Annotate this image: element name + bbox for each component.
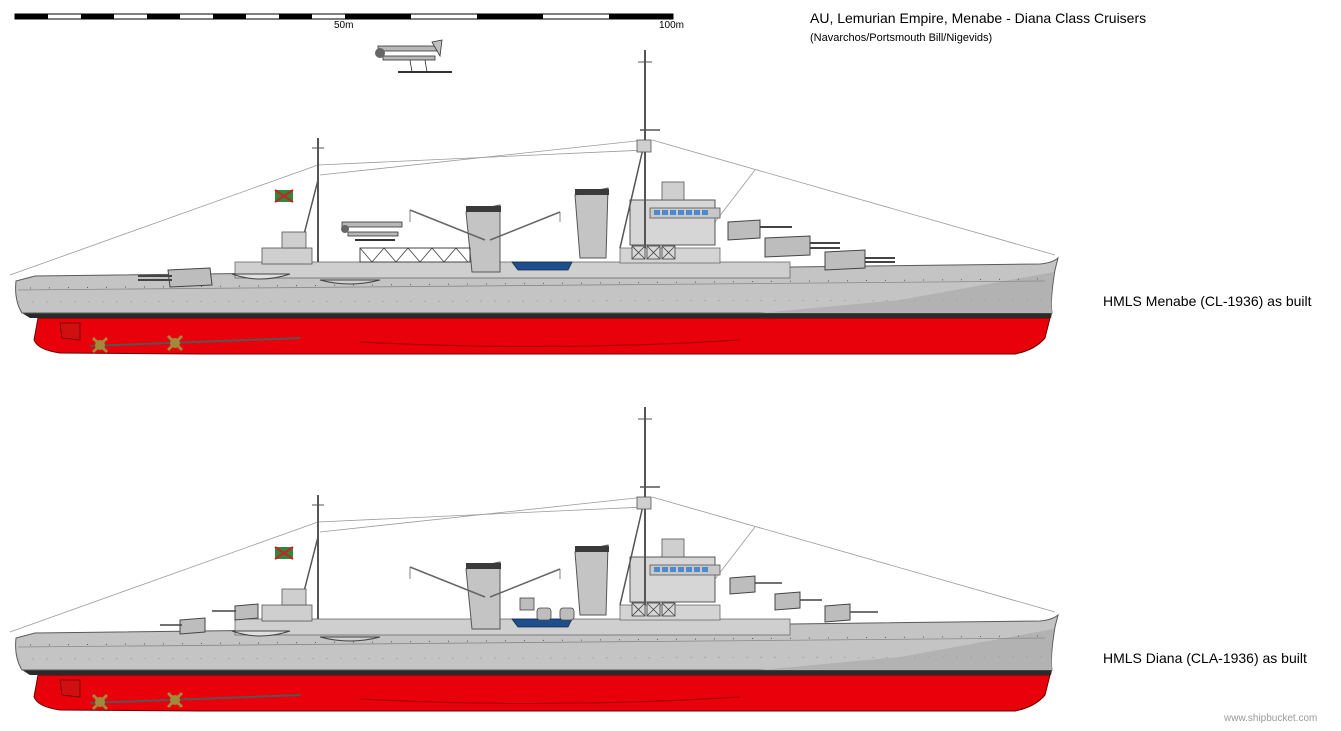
scale-bar (14, 13, 674, 20)
seaplane-illustration (375, 39, 452, 73)
ship-profile-diana (8, 405, 1060, 713)
ship-caption-menabe: HMLS Menabe (CL-1936) as built (1103, 293, 1312, 309)
page-subtitle: (Navarchos/Portsmouth Bill/Nigevids) (810, 32, 993, 44)
ship-caption-diana: HMLS Diana (CLA-1936) as built (1103, 650, 1307, 666)
watermark: www.shipbucket.com (1224, 713, 1318, 724)
ship-profile-menabe (8, 48, 1060, 356)
scale-label-50m: 50m (334, 20, 354, 31)
page-title: AU, Lemurian Empire, Menabe - Diana Clas… (810, 10, 1147, 26)
scale-label-100m: 100m (659, 20, 685, 31)
